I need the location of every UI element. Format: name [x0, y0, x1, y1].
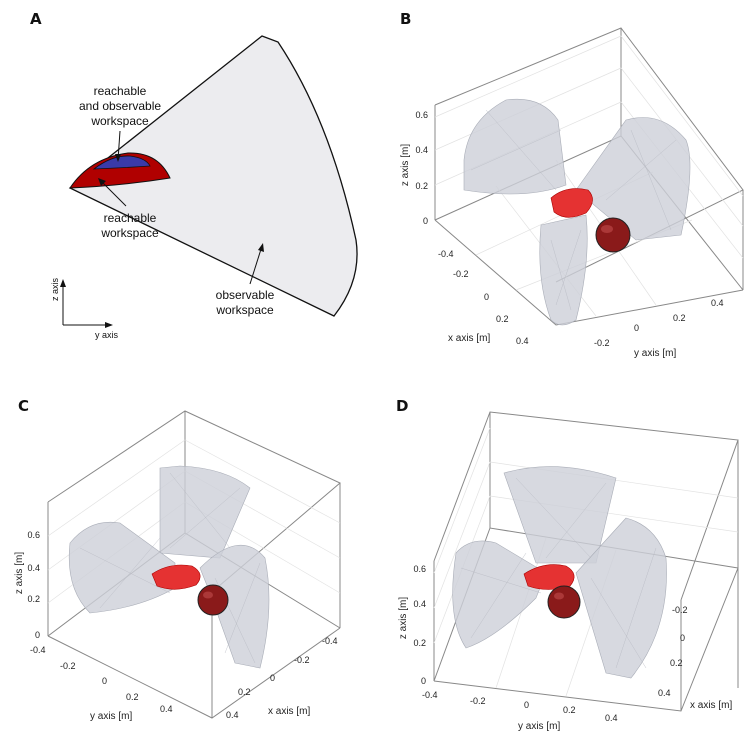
panel-b: B [376, 0, 753, 370]
c-x-tick-1: 0.2 [238, 687, 251, 697]
axis-y-label: y axis [95, 330, 119, 340]
d-y-tick-0: -0.4 [422, 690, 438, 700]
annotation-reach-obs-2: and observable [79, 99, 161, 113]
d-z-tick-0: 0 [421, 676, 426, 686]
b-x-tick-4: 0.4 [516, 336, 529, 346]
annotation-observable-1: observable [216, 288, 275, 302]
b-y-tick-0: -0.2 [594, 338, 610, 348]
panel-d-plot: 0 0.2 0.4 0.6 z axis [m] -0.4 -0.2 0 0.2… [398, 411, 739, 732]
panel-c-label: C [18, 397, 30, 415]
c-z-tick-2: 0.4 [27, 563, 40, 573]
d-z-tick-3: 0.6 [413, 564, 426, 574]
reachable-observable-region [92, 155, 151, 170]
d-x-tick-1: 0 [680, 633, 685, 643]
c-y-tick-0: -0.4 [30, 645, 46, 655]
b-z-tick-0: 0 [423, 216, 428, 226]
panel-a: A reachable and observable workspace rea… [0, 0, 376, 370]
annotation-reachable-1: reachable [104, 211, 157, 225]
b-z-axis-label: z axis [m] [400, 144, 411, 186]
d-x-tick-2: 0.2 [670, 658, 683, 668]
d-x-tick-3: 0.4 [658, 688, 671, 698]
c-y-axis-label: y axis [m] [90, 711, 132, 722]
d-y-tick-3: 0.2 [563, 705, 576, 715]
d-z-axis-label: z axis [m] [398, 597, 409, 639]
c-x-tick-0: 0.4 [226, 710, 239, 720]
b-z-tick-2: 0.4 [415, 145, 428, 155]
annotation-observable-2: workspace [215, 303, 274, 317]
panel-d: D 0 0.2 0.4 0 [376, 378, 753, 747]
axis-z-label: z axis [50, 278, 60, 302]
d-y-tick-4: 0.4 [605, 713, 618, 723]
panel-c-plot: 0 0.2 0.4 0.6 z axis [m] -0.4 -0.2 0 0.2… [14, 410, 341, 722]
b-x-axis-label: x axis [m] [448, 333, 490, 344]
panel-d-label: D [396, 397, 409, 415]
b-y-axis-label: y axis [m] [634, 348, 676, 359]
b-z-tick-3: 0.6 [415, 110, 428, 120]
b-z-tick-1: 0.2 [415, 181, 428, 191]
d-y-tick-1: -0.2 [470, 696, 486, 706]
panel-b-label: B [400, 10, 412, 28]
b-x-tick-2: 0 [484, 292, 489, 302]
b-y-tick-3: 0.4 [711, 298, 724, 308]
c-x-tick-2: 0 [270, 673, 275, 683]
b-y-tick-2: 0.2 [673, 313, 686, 323]
b-y-tick-1: 0 [634, 323, 639, 333]
c-z-tick-3: 0.6 [27, 530, 40, 540]
c-x-axis-label: x axis [m] [268, 706, 310, 717]
panel-c: C 0 0.2 0.4 0.6 [0, 378, 376, 747]
b-x-tick-0: -0.4 [438, 249, 454, 259]
annotation-reach-obs-1: reachable [94, 84, 147, 98]
c-x-tick-4: -0.4 [322, 636, 338, 646]
b-x-tick-1: -0.2 [453, 269, 469, 279]
c-y-tick-2: 0 [102, 676, 107, 686]
c-y-tick-3: 0.2 [126, 692, 139, 702]
c-z-tick-0: 0 [35, 630, 40, 640]
observable-workspace-region [68, 35, 358, 317]
d-x-axis-label: x axis [m] [690, 700, 732, 711]
panel-b-plot: 0 0.2 0.4 0.6 z axis [m] -0.4 -0.2 0 0.2… [400, 27, 744, 359]
c-z-axis-label: z axis [m] [14, 552, 25, 594]
c-x-tick-3: -0.2 [294, 655, 310, 665]
c-y-tick-4: 0.4 [160, 704, 173, 714]
d-x-tick-0: -0.2 [672, 605, 688, 615]
panel-a-diagram: reachable and observable workspace reach… [50, 35, 358, 340]
d-y-tick-2: 0 [524, 700, 529, 710]
annotation-reach-obs-3: workspace [90, 114, 149, 128]
d-z-tick-2: 0.4 [413, 599, 426, 609]
annotation-reachable-2: workspace [100, 226, 159, 240]
d-y-axis-label: y axis [m] [518, 721, 560, 732]
c-y-tick-1: -0.2 [60, 661, 76, 671]
panel-a-label: A [30, 10, 42, 28]
c-z-tick-1: 0.2 [27, 594, 40, 604]
d-z-tick-1: 0.2 [413, 638, 426, 648]
b-x-tick-3: 0.2 [496, 314, 509, 324]
